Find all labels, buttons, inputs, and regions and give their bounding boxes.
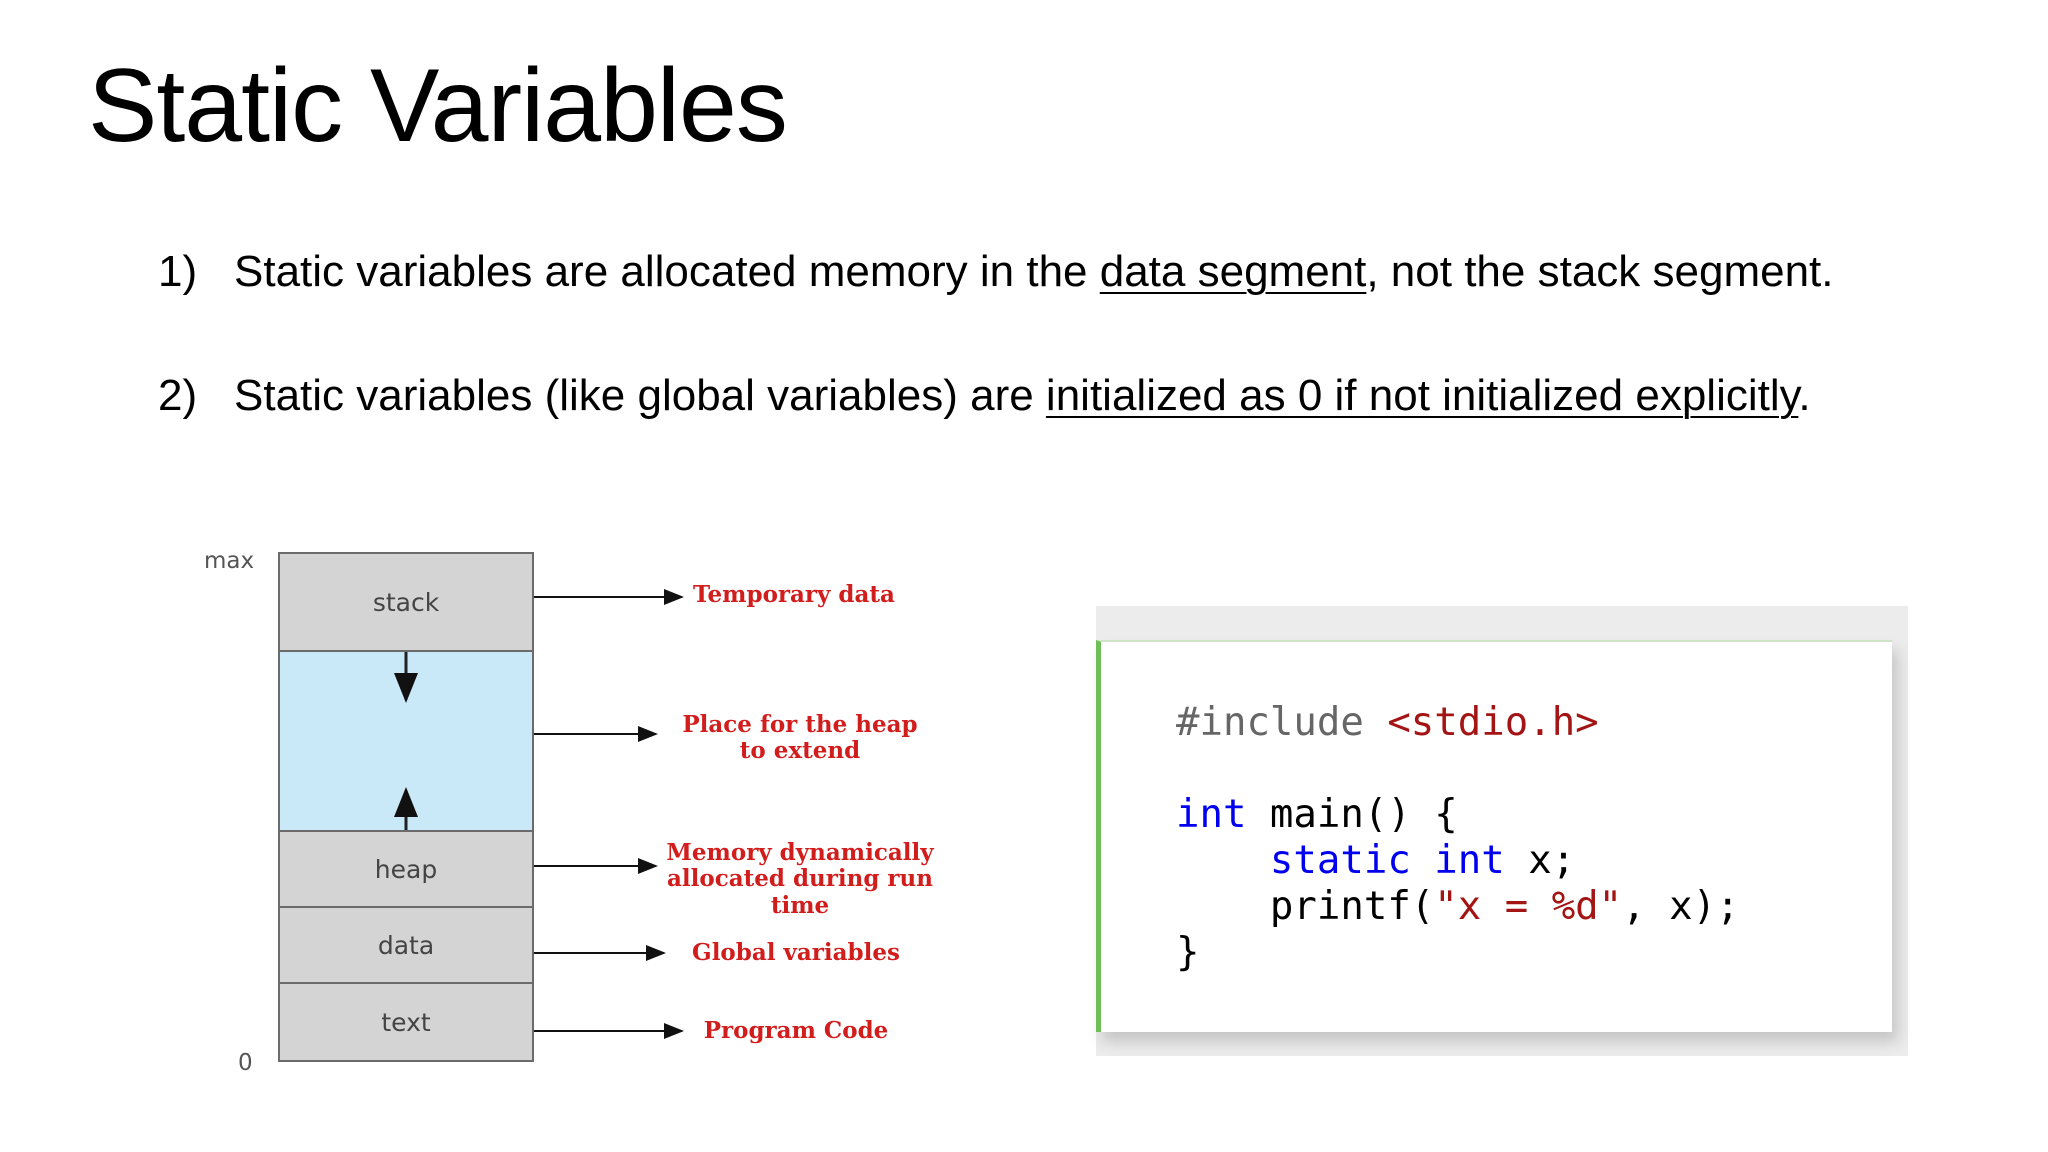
main-signature: main() { [1246, 792, 1458, 837]
main-return-type: int [1176, 792, 1247, 837]
data-description: Global variables [692, 939, 900, 966]
include-directive: #include [1176, 700, 1364, 745]
code-snippet: #include <stdio.h> int main() { static i… [1176, 700, 1740, 976]
bullet-text: Static variables are allocated memory in… [234, 247, 1100, 296]
bullet-1: 1) Static variables are allocated memory … [158, 246, 1834, 299]
text-description: Program Code [703, 1017, 889, 1044]
bullet-text: Static variables (like global variables)… [234, 371, 1046, 420]
bullet-text-end: , not the stack segment. [1366, 247, 1834, 296]
bullet-emphasis: data segment [1099, 247, 1367, 296]
bullet-emphasis: initialized as 0 if not initialized expl… [1045, 371, 1799, 420]
code-panel [1096, 640, 1892, 1032]
stack-description: Temporary data [693, 581, 895, 608]
bullet-number: 2) [158, 371, 198, 420]
variable-declaration: x; [1504, 838, 1576, 883]
heap-description: Memory dynamically allocated during run … [666, 839, 934, 919]
bullet-number: 1) [158, 247, 198, 296]
slide-title: Static Variables [88, 48, 788, 164]
bullet-text-end: . [1798, 371, 1811, 420]
axis-max-label: max [204, 548, 255, 574]
bullet-2: 2) Static variables (like global variable… [158, 370, 1811, 423]
int-keyword: int [1434, 838, 1505, 883]
closing-brace: } [1176, 930, 1200, 975]
printf-args: , x); [1622, 884, 1740, 929]
static-keyword: static [1269, 838, 1411, 883]
stack-segment: stack [278, 552, 534, 652]
data-segment: data [278, 906, 534, 984]
printf-call: printf( [1269, 884, 1435, 929]
printf-format-string: "x = %d" [1434, 884, 1623, 929]
axis-zero-label: 0 [238, 1050, 253, 1076]
gap-description: Place for the heap to extend [682, 711, 918, 765]
include-header: <stdio.h> [1387, 700, 1599, 745]
text-segment: text [278, 982, 534, 1062]
